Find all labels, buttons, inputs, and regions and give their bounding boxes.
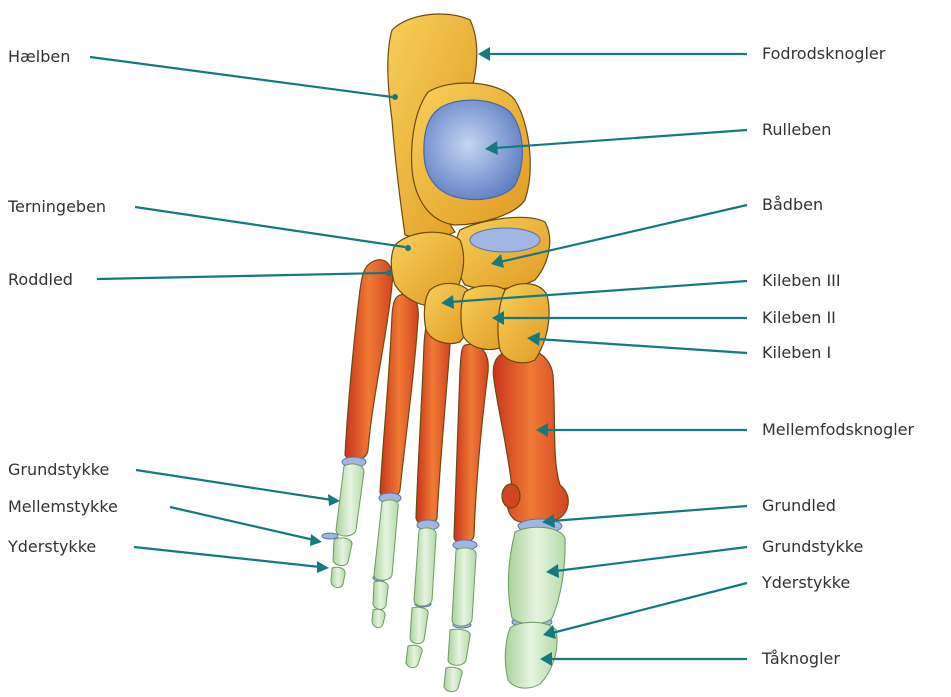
metatarsal-2 xyxy=(454,344,488,543)
leader-dot xyxy=(405,245,411,251)
label-grundled: Grundled xyxy=(762,496,836,515)
label-yderstykke-right: Yderstykke xyxy=(761,573,850,592)
label-badben: Bådben xyxy=(762,195,823,214)
leader-yderstykke-l xyxy=(134,547,320,567)
label-taknogler: Tåknogler xyxy=(761,649,840,668)
leader-grundstykke-l xyxy=(136,470,332,500)
label-grundstykke-left: Grundstykke xyxy=(8,460,109,479)
leader-mellemstykke xyxy=(170,507,314,540)
leader-haelben xyxy=(90,57,392,97)
label-kileben-3: Kileben III xyxy=(762,271,841,290)
leader-terningeben xyxy=(135,207,405,247)
label-fodrodsknogler: Fodrodsknogler xyxy=(762,44,886,63)
navicular-cartilage xyxy=(470,228,540,252)
foot-bones xyxy=(322,14,568,692)
arrowhead xyxy=(310,534,322,546)
label-kileben-1: Kileben I xyxy=(762,343,831,362)
leader-rulleben xyxy=(495,130,747,148)
label-haelben: Hælben xyxy=(8,47,70,66)
leader-kileben-1 xyxy=(537,339,747,353)
label-rulleben: Rulleben xyxy=(762,120,831,139)
leader-grundstykke-r xyxy=(556,547,747,571)
leader-roddled xyxy=(97,273,386,279)
labels-left: Hælben Terningeben Roddled Grundstykke M… xyxy=(7,47,118,556)
label-mellemstykke: Mellemstykke xyxy=(8,497,118,516)
leader-grundled xyxy=(552,506,747,521)
talus-articular-surface xyxy=(424,100,523,199)
label-yderstykke-left: Yderstykke xyxy=(7,537,96,556)
label-kileben-2: Kileben II xyxy=(762,308,836,327)
arrowhead xyxy=(478,47,490,61)
label-roddled: Roddled xyxy=(8,270,73,289)
arrowhead xyxy=(317,561,329,573)
arrowhead xyxy=(328,494,340,506)
label-grundstykke-right: Grundstykke xyxy=(762,537,863,556)
metatarsal-3 xyxy=(416,319,450,525)
label-mellemfodsknogler: Mellemfodsknogler xyxy=(762,420,915,439)
sesamoid xyxy=(502,484,520,508)
labels-right: Fodrodsknogler Rulleben Bådben Kileben I… xyxy=(761,44,915,668)
leader-dot xyxy=(386,270,392,276)
leader-dot xyxy=(392,94,398,100)
label-terningeben: Terningeben xyxy=(7,197,106,216)
leader-yderstykke-r xyxy=(552,583,747,633)
